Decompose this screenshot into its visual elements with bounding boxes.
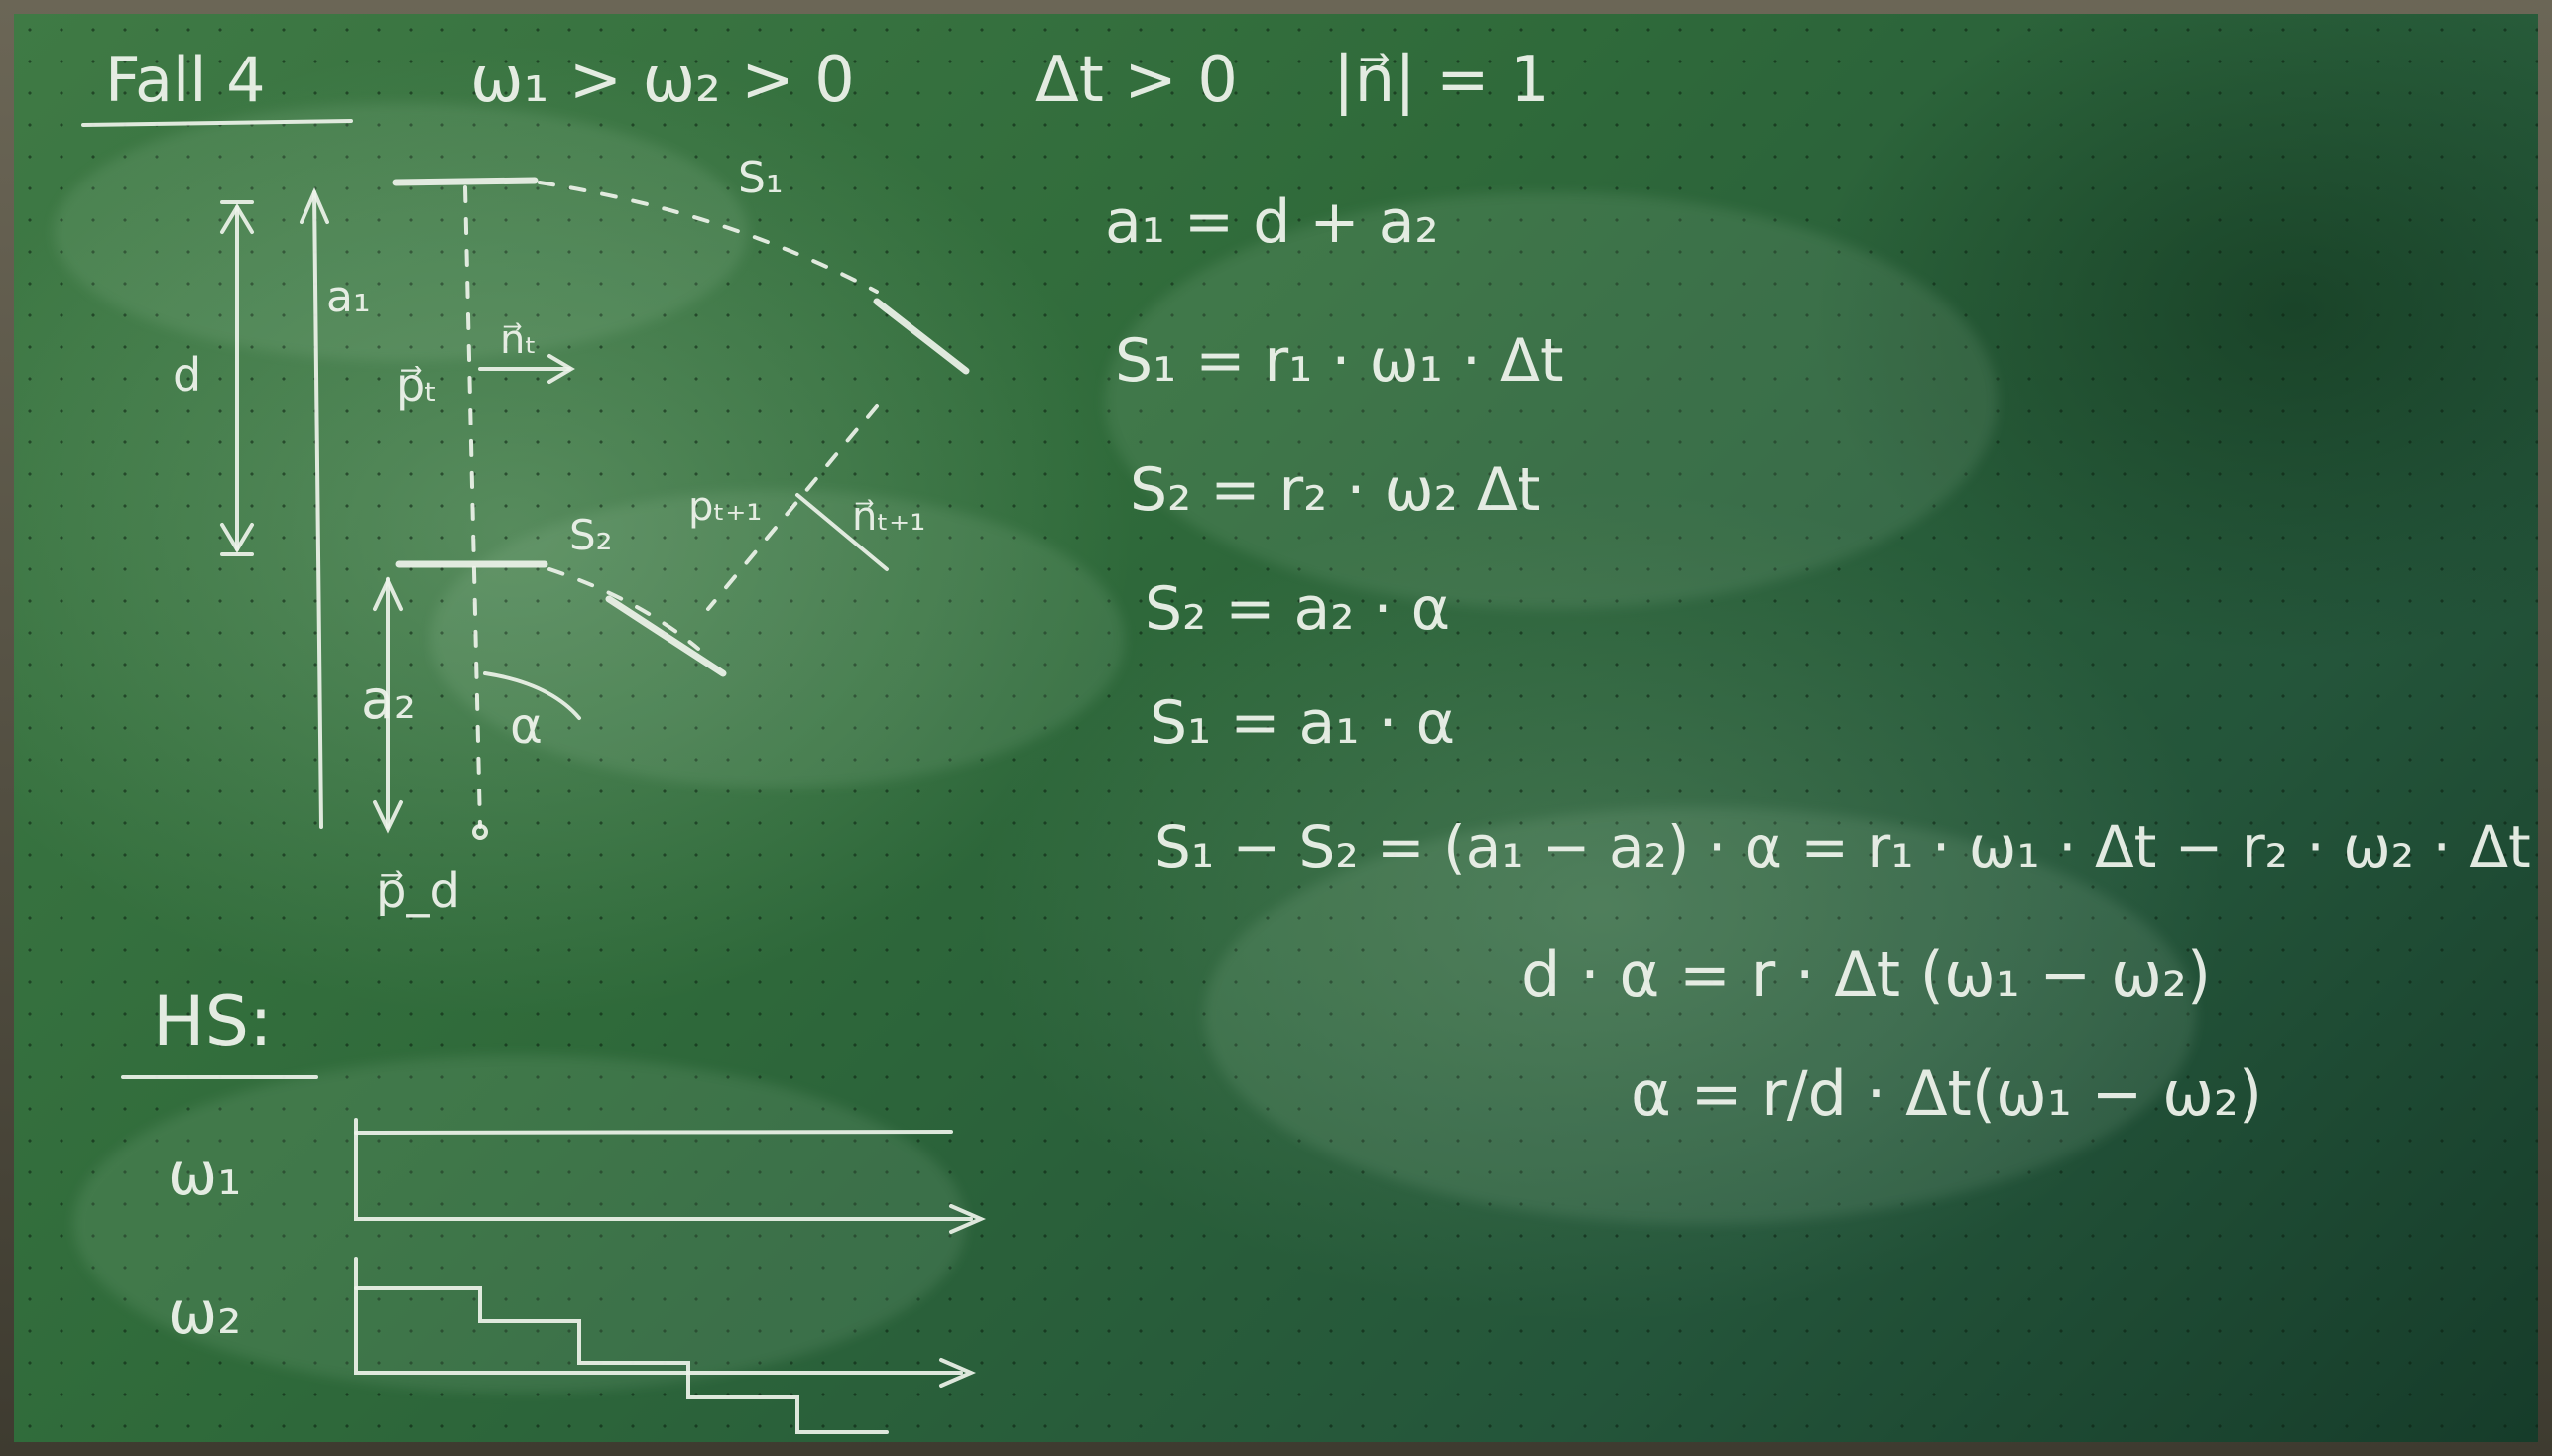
condition-omega: ω₁ > ω₂ > 0	[470, 44, 855, 117]
hs-omega1-arrow-head	[949, 1204, 987, 1234]
eraser-smear	[1105, 192, 1998, 609]
center-axis	[463, 185, 482, 829]
hs-omega1-label: ω₁	[168, 1140, 241, 1209]
hs-omega1-signal	[354, 1130, 953, 1135]
pd-label: p⃗_d	[376, 863, 460, 918]
a1-arrow	[312, 190, 323, 829]
equation-3: S₂ = r₂ · ω₂ Δt	[1130, 455, 1540, 525]
hs-omega2-axes	[354, 1257, 963, 1375]
eraser-smear	[54, 103, 748, 361]
s1-label: S₁	[738, 153, 784, 203]
s2-surface	[605, 595, 727, 677]
nt1-label: n⃗ₜ₊₁	[852, 494, 925, 540]
a1-label: a₁	[326, 272, 371, 322]
eraser-smear	[430, 490, 1125, 788]
condition-n: |n⃗| = 1	[1333, 44, 1550, 117]
s2-label: S₂	[569, 511, 613, 559]
eraser-smear	[1204, 807, 2196, 1224]
hs-label: HS:	[153, 981, 273, 1062]
d-label: d	[173, 348, 201, 402]
equation-8: α = r/d · Δt(ω₁ − ω₂)	[1631, 1057, 2262, 1130]
hs-omega2-arrow-head	[939, 1358, 977, 1388]
case-title: Fall 4	[105, 44, 266, 116]
a2-arrow-head-down	[373, 800, 403, 834]
hs-omega2-label: ω₂	[168, 1278, 241, 1348]
radius-dashed	[706, 404, 879, 611]
s1-arc	[538, 181, 879, 294]
condition-dt: Δt > 0	[1035, 44, 1238, 117]
equation-1: a₁ = d + a₂	[1105, 187, 1439, 257]
s1-surface	[873, 298, 970, 375]
eraser-smear	[73, 1055, 966, 1393]
equation-2: S₁ = r₁ · ω₁ · Δt	[1115, 326, 1564, 396]
equation-7: d · α = r · Δt (ω₁ − ω₂)	[1521, 938, 2211, 1011]
equation-5: S₁ = a₁ · α	[1150, 688, 1455, 758]
hs-omega2-signal	[354, 1286, 889, 1434]
a2-arrow-head-up	[373, 576, 403, 611]
alpha-arc	[483, 671, 581, 720]
equation-4: S₂ = a₂ · α	[1145, 574, 1450, 644]
d-arrow-head-down	[220, 523, 254, 553]
pt1-label: pₜ₊₁	[688, 484, 762, 530]
chalk-writing: Fall 4 ω₁ > ω₂ > 0 Δt > 0 |n⃗| = 1 d a₁ …	[81, 44, 2531, 1434]
alpha-label: α	[510, 697, 543, 755]
nt-arrow-head	[547, 354, 575, 384]
a2-label: a₂	[361, 668, 416, 731]
equation-6: S₁ − S₂ = (a₁ − a₂) · α = r₁ · ω₁ · Δt −…	[1154, 813, 2531, 881]
upper-surface	[392, 177, 539, 186]
nt-label: n⃗ₜ	[500, 317, 537, 363]
nt1-arrow	[795, 493, 889, 571]
dot-grid	[14, 14, 2538, 1442]
hs-omega1-axes	[354, 1118, 973, 1221]
title-underline	[81, 119, 353, 127]
a1-arrow-head	[300, 186, 329, 224]
chalkboard: Fall 4 ω₁ > ω₂ > 0 Δt > 0 |n⃗| = 1 d a₁ …	[14, 14, 2538, 1442]
d-arrow-head-up	[220, 203, 254, 234]
center-point	[472, 824, 488, 840]
pt-label: p⃗ₜ	[396, 358, 438, 412]
